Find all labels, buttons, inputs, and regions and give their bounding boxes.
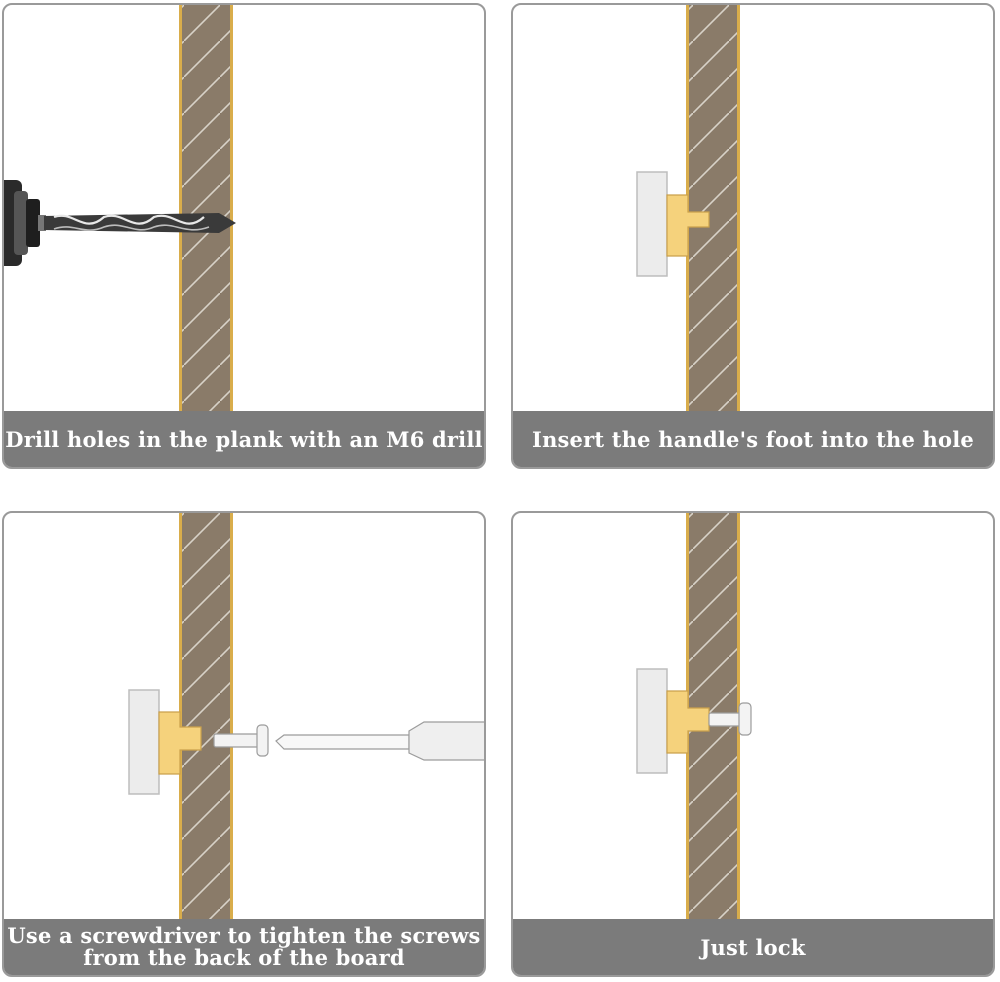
handle-icon [636, 171, 710, 277]
screw-icon [213, 724, 269, 757]
step-2-panel: Insert the handle's foot into the hole [511, 3, 995, 469]
step-3-panel: Use a screwdriver to tighten the screws … [2, 511, 486, 977]
plank [179, 513, 233, 923]
step-3-illustration [128, 513, 484, 923]
plank [179, 5, 233, 415]
step-4-caption: Just lock [513, 919, 993, 975]
handle-icon [128, 689, 202, 795]
step-4-illustration [636, 513, 752, 923]
screw-icon [708, 702, 752, 736]
handle-icon [636, 668, 710, 774]
step-2-caption: Insert the handle's foot into the hole [513, 411, 993, 467]
drill-icon [4, 180, 236, 266]
step-2-illustration [636, 5, 740, 415]
step-3-caption: Use a screwdriver to tighten the screws … [4, 919, 484, 975]
screwdriver-icon [275, 721, 484, 761]
step-1-caption: Drill holes in the plank with an M6 dril… [4, 411, 484, 467]
plank [686, 5, 740, 415]
step-1-panel: Drill holes in the plank with an M6 dril… [2, 3, 486, 469]
step-3-caption-line-1: Use a screwdriver to tighten the screws [7, 923, 481, 948]
step-1-illustration [4, 5, 236, 415]
step-4-panel: Just lock [511, 511, 995, 977]
step-3-caption-line-2: from the back of the board [83, 945, 405, 970]
